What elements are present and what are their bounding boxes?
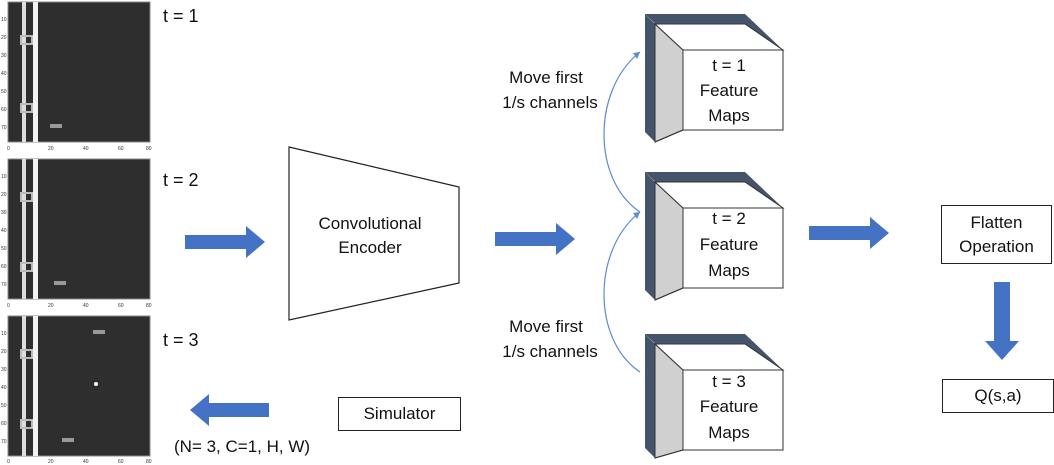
- feature-map-cube-t1: [645, 14, 785, 143]
- q-value-label: Q(s,a): [974, 386, 1022, 405]
- feature-map-t2-line2: Feature: [700, 235, 759, 254]
- feature-map-t1-line1: t = 1: [712, 56, 746, 75]
- feature-map-t2-line3: Maps: [708, 261, 750, 280]
- svg-text:10: 10: [1, 331, 7, 337]
- svg-text:40: 40: [1, 228, 7, 234]
- svg-text:60: 60: [1, 264, 7, 270]
- svg-text:70: 70: [1, 125, 7, 131]
- svg-text:60: 60: [118, 303, 124, 309]
- svg-text:60: 60: [118, 459, 124, 465]
- frame-t3-plot: 10 20 30 40 50 60 70 0 20 40 60 80: [1, 315, 152, 465]
- svg-text:60: 60: [1, 421, 7, 427]
- arrow-right-to-encoder: [185, 226, 265, 258]
- feature-map-cube-t3: [645, 334, 785, 459]
- feature-map-t1-line3: Maps: [708, 106, 750, 125]
- svg-text:80: 80: [146, 146, 152, 152]
- svg-text:10: 10: [1, 174, 7, 180]
- svg-text:30: 30: [1, 367, 7, 373]
- tensor-shape-label: (N= 3, C=1, H, W): [174, 437, 311, 456]
- frame-t1-y-ticks: 10 20 30 40 50 60 70: [1, 17, 7, 131]
- svg-text:50: 50: [1, 246, 7, 252]
- move-label-top-line1: Move first: [509, 68, 583, 87]
- svg-text:0: 0: [7, 459, 10, 465]
- svg-text:20: 20: [1, 192, 7, 198]
- svg-text:0: 0: [7, 303, 10, 309]
- simulator-box: Simulator: [338, 397, 461, 431]
- svg-text:50: 50: [1, 89, 7, 95]
- frame-t2-label: t = 2: [163, 170, 199, 190]
- svg-text:60: 60: [1, 107, 7, 113]
- frame-t1-plot: 10 20 30 40 50 60 70 0 20 40 60 80: [1, 1, 152, 152]
- flatten-label-line2: Operation: [959, 236, 1034, 256]
- svg-text:40: 40: [1, 71, 7, 77]
- feature-map-t1-line2: Feature: [700, 81, 759, 100]
- frame-t2-plot: 10 20 30 40 50 60 70 0 20 40 60 80: [1, 158, 152, 309]
- q-value-box: Q(s,a): [942, 379, 1054, 413]
- svg-text:80: 80: [146, 459, 152, 465]
- move-label-bottom-line2: 1/s channels: [502, 342, 597, 361]
- frame-t1-x-ticks: 0 20 40 60 80: [7, 146, 152, 152]
- frame-t1-label: t = 1: [163, 6, 199, 26]
- svg-text:30: 30: [1, 53, 7, 59]
- feature-map-t3-line1: t = 3: [712, 372, 746, 391]
- arrow-left-from-simulator: [190, 394, 269, 426]
- svg-text:20: 20: [48, 303, 54, 309]
- curve-move-t2-to-t1: [603, 51, 641, 213]
- svg-text:20: 20: [1, 35, 7, 41]
- frame-t3-y-ticks: 10 20 30 40 50 60 70: [1, 331, 7, 445]
- flatten-label-line1: Flatten: [970, 212, 1023, 232]
- svg-text:50: 50: [1, 403, 7, 409]
- svg-text:80: 80: [146, 303, 152, 309]
- encoder-trapezoid: [288, 146, 460, 321]
- svg-text:20: 20: [48, 146, 54, 152]
- arrow-down-to-q: [985, 282, 1019, 360]
- svg-text:30: 30: [1, 210, 7, 216]
- svg-text:10: 10: [1, 17, 7, 23]
- feature-map-t2-line1: t = 2: [712, 209, 746, 228]
- arrow-right-to-feature-maps: [495, 223, 575, 255]
- feature-map-t3-line2: Feature: [700, 397, 759, 416]
- frame-t2-x-ticks: 0 20 40 60 80: [7, 303, 152, 309]
- svg-text:40: 40: [83, 146, 89, 152]
- svg-text:40: 40: [83, 459, 89, 465]
- move-label-bottom-line1: Move first: [509, 317, 583, 336]
- svg-text:40: 40: [1, 385, 7, 391]
- svg-text:60: 60: [118, 146, 124, 152]
- svg-text:0: 0: [7, 146, 10, 152]
- frame-t3-x-ticks: 0 20 40 60 80: [7, 459, 152, 465]
- feature-map-t3-line3: Maps: [708, 423, 750, 442]
- simulator-label: Simulator: [363, 404, 436, 423]
- arrow-right-to-flatten: [809, 217, 889, 249]
- svg-text:70: 70: [1, 439, 7, 445]
- frame-t3-label: t = 3: [163, 330, 199, 350]
- flatten-box: Flatten Operation: [941, 205, 1052, 264]
- encoder-label-line2: Encoder: [338, 238, 402, 257]
- svg-text:70: 70: [1, 282, 7, 288]
- svg-text:20: 20: [1, 349, 7, 355]
- svg-text:20: 20: [48, 459, 54, 465]
- feature-map-cube-t2: [645, 172, 785, 301]
- frame-t2-y-ticks: 10 20 30 40 50 60 70: [1, 174, 7, 288]
- move-label-top-line2: 1/s channels: [502, 93, 597, 112]
- svg-text:40: 40: [83, 303, 89, 309]
- curve-move-t3-to-t2: [603, 211, 641, 373]
- encoder-label-line1: Convolutional: [318, 214, 421, 233]
